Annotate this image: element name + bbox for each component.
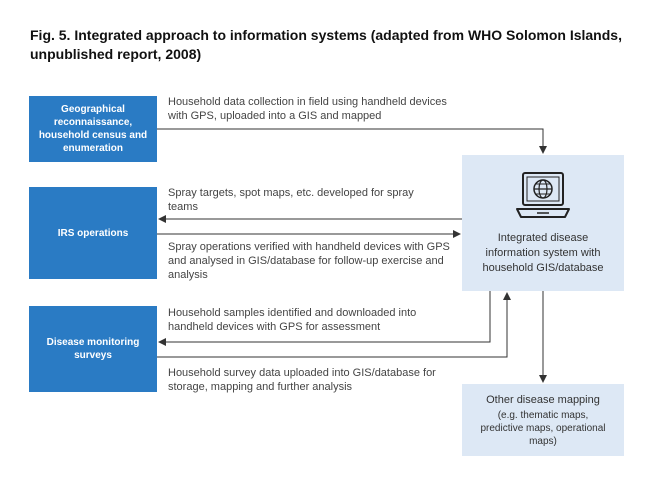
geo-flow-label: Household data collection in field using… [168,96,447,122]
spray-verified-label: Spray operations verified with handheld … [168,241,450,281]
other-mapping-subtitle: (e.g. thematic maps, predictive maps, op… [480,409,606,447]
disease-monitoring-box: Disease monitoring surveys [29,306,157,392]
other-mapping-box: Other disease mapping (e.g. thematic map… [462,384,624,456]
spray-targets-label: Spray targets, spot maps, etc. developed… [168,187,414,213]
integrated-system-box: Integrated disease information system wi… [462,155,624,291]
samples-label: Household samples identified and downloa… [168,307,417,333]
survey-upload-label: Household survey data uploaded into GIS/… [168,367,436,393]
integrated-system-label: Integrated disease information system wi… [482,231,604,274]
arrow-disease-to-integrated [157,292,511,358]
other-mapping-title: Other disease mapping [486,393,600,406]
irs-operations-label: IRS operations [57,227,129,239]
figure-title: Fig. 5. Integrated approach to informati… [30,27,622,62]
geo-recon-label: Geographical reconnaissance, household c… [38,104,148,154]
geo-recon-box: Geographical reconnaissance, household c… [29,96,157,162]
laptop-globe-icon [516,171,570,218]
irs-operations-box: IRS operations [29,187,157,279]
arrow-integrated-to-disease [158,291,491,346]
arrow-geo-to-integrated [157,128,547,154]
disease-monitoring-label: Disease monitoring surveys [46,337,140,361]
